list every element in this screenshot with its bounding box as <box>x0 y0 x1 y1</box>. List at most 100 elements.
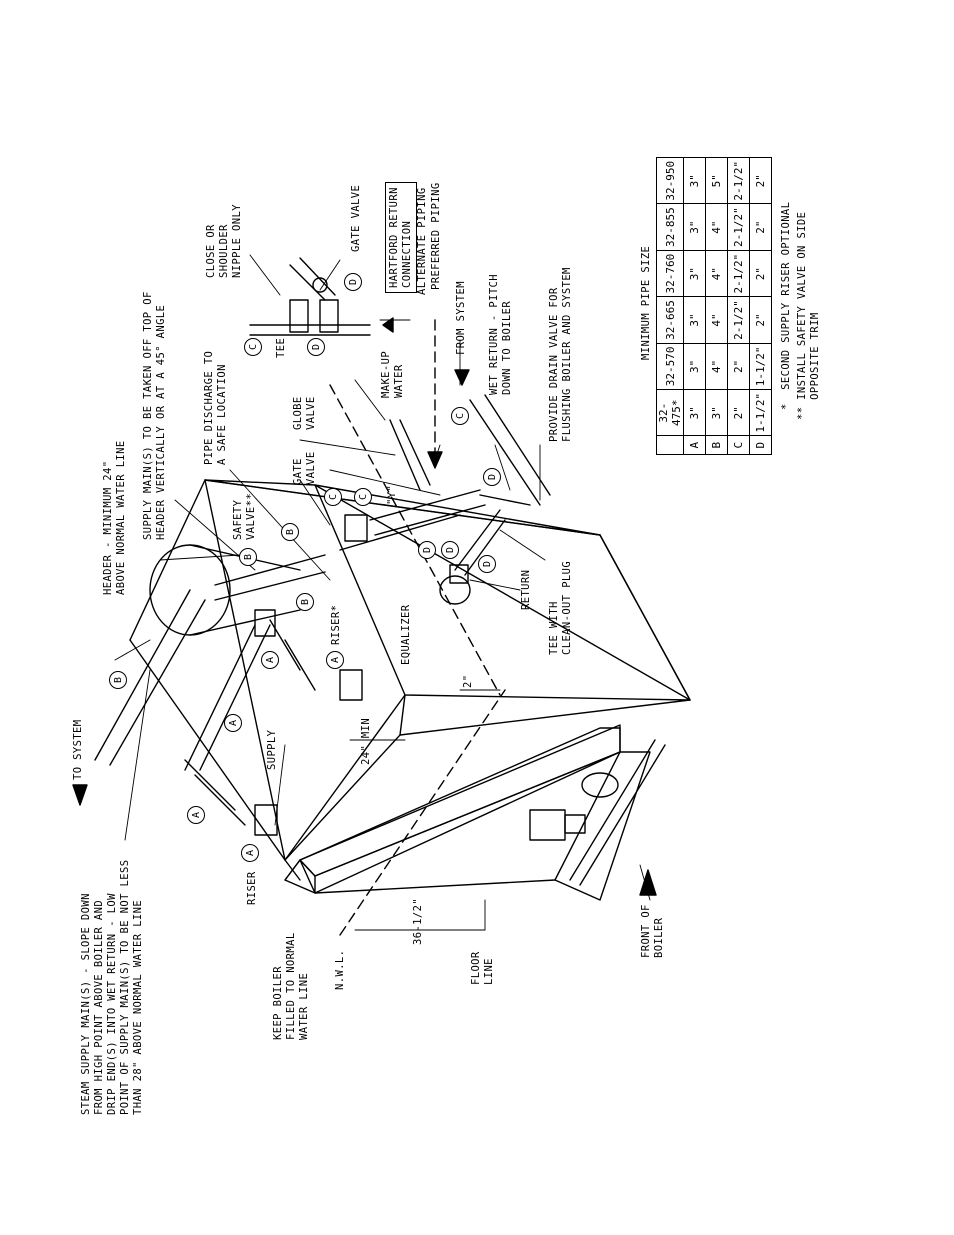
table-note-2: ** INSTALL SAFETY VALVE ON SIDE OPPOSITE… <box>796 211 821 420</box>
callout-circle-a: A <box>187 806 205 824</box>
callout-circle-b: B <box>281 523 299 541</box>
callout-circle-b: B <box>296 593 314 611</box>
callout-circle-b: B <box>239 548 257 566</box>
riser-star-label: RISER* <box>330 604 342 645</box>
table-cell: 3" <box>683 296 706 344</box>
table-header-cell: 32-855 <box>656 203 684 251</box>
table-cell: 4" <box>705 343 728 390</box>
tee-label: TEE <box>275 337 287 358</box>
table-cell: 2" <box>727 389 750 436</box>
table-cell: 2" <box>727 343 750 390</box>
keep-boiler-note: KEEP BOILER FILLED TO NORMAL WATER LINE <box>272 932 310 1040</box>
supply-mains-note: SUPPLY MAIN(S) TO BE TAKEN OFF TOP OF HE… <box>142 291 167 540</box>
leader-lines <box>114 254 651 931</box>
table-cell: 3" <box>683 250 706 297</box>
gate-valve-top-label: GATE VALVE <box>350 184 362 252</box>
row-key-callout: D <box>749 435 772 455</box>
table-cell: 2-1/2" <box>727 203 750 251</box>
alternate-piping-label: ALTERNATE PIPING <box>416 187 428 295</box>
callout-circle-d: D <box>418 541 436 559</box>
gate-valve-label: GATE VALVE <box>292 451 317 485</box>
floor-line-label: FLOOR LINE <box>470 951 495 985</box>
table-cell: 2" <box>749 250 772 297</box>
nwl-label: N.W.L. <box>334 949 346 990</box>
dim-2-label: 2" <box>462 674 474 688</box>
callout-circle-c: C <box>354 488 372 506</box>
row-key-callout: B <box>705 435 728 455</box>
make-up-water-label: MAKE-UP WATER <box>380 350 405 398</box>
burner-assembly <box>529 739 666 886</box>
front-of-boiler-label: FRONT OF BOILER <box>640 904 665 958</box>
table-cell: 3" <box>705 389 728 436</box>
table-cell: 1-1/2" <box>749 343 772 390</box>
table-header-cell: 32-570 <box>656 343 684 390</box>
supply-pipes <box>94 514 368 836</box>
callout-circle-d: D <box>441 541 459 559</box>
to-system-label: TO SYSTEM <box>72 719 84 781</box>
table-cell: 4" <box>705 203 728 251</box>
table-cell: 3" <box>683 203 706 251</box>
boiler-base <box>284 724 651 901</box>
callout-circle-a: A <box>224 714 242 732</box>
table-cell: 4" <box>705 296 728 344</box>
callout-circle-c: C <box>244 338 262 356</box>
table-cell: 4" <box>705 250 728 297</box>
callout-circle-d: D <box>483 468 501 486</box>
table-cell: 3" <box>683 157 706 204</box>
riser-label: RISER <box>246 871 258 905</box>
table-cell: 2" <box>749 157 772 204</box>
supply-label: SUPPLY <box>266 729 278 770</box>
pipe-discharge-note: PIPE DISCHARGE TO A SAFE LOCATION <box>203 350 228 465</box>
return-label: RETURN <box>520 569 532 610</box>
table-cell: 2-1/2" <box>727 250 750 297</box>
table-cell: 3" <box>683 343 706 390</box>
return-piping <box>339 394 551 605</box>
drain-valve-note: PROVIDE DRAIN VALVE FOR FLUSHING BOILER … <box>548 267 573 442</box>
pipe-size-table-title: MINIMUM PIPE SIZE <box>640 245 652 360</box>
callout-circle-c: C <box>324 488 342 506</box>
header-note: HEADER - MINIMUM 24" ABOVE NORMAL WATER … <box>102 440 127 595</box>
table-cell: 3" <box>683 389 706 436</box>
preferred-piping-label: PREFERRED PIPING <box>430 182 442 290</box>
callout-circle-a: A <box>261 651 279 669</box>
dim-24-label: 24" MIN <box>360 717 372 765</box>
steam-supply-note: STEAM SUPPLY MAIN(S) - SLOPE DOWN FROM H… <box>80 859 144 1115</box>
table-cell: 2" <box>749 203 772 251</box>
callout-circle-d: D <box>307 338 325 356</box>
table-note-1: * SECOND SUPPLY RISER OPTIONAL <box>780 201 792 410</box>
table-header-cell: 32-950 <box>656 157 684 204</box>
y-strainer-label: "Y" <box>386 484 398 505</box>
dashed-lines <box>329 319 506 936</box>
table-cell: 2" <box>749 296 772 344</box>
equalizer-label: EQUALIZER <box>400 604 412 666</box>
table-corner-cell <box>656 435 684 455</box>
safety-valve-label: SAFETY VALVE** <box>232 492 257 540</box>
hartford-connection-label: HARTFORD RETURN CONNECTION <box>385 182 417 293</box>
table-cell: 1-1/2" <box>749 389 772 436</box>
callout-circle-a: A <box>241 844 259 862</box>
close-nipple-label: CLOSE OR SHOULDER NIPPLE ONLY <box>205 204 243 278</box>
wet-return-note: WET RETURN - PITCH DOWN TO BOILER <box>488 274 513 395</box>
dim-36-label: 36-1/2" <box>412 897 424 945</box>
table-header-cell: 32-665 <box>656 296 684 344</box>
table-cell: 5" <box>705 157 728 204</box>
tee-cleanout-label: TEE WITH CLEAN-OUT PLUG <box>548 560 573 655</box>
callout-circle-a: A <box>326 651 344 669</box>
row-key-callout: A <box>683 435 706 455</box>
callout-circle-c: C <box>451 407 469 425</box>
hartford-tee <box>249 257 371 336</box>
callout-circle-b: B <box>109 671 127 689</box>
table-header-cell: 32-475* <box>656 389 684 436</box>
row-key-callout: C <box>727 435 750 455</box>
from-system-label: FROM SYSTEM <box>455 281 467 355</box>
table-cell: 2-1/2" <box>727 296 750 344</box>
callout-circle-d: D <box>478 555 496 573</box>
